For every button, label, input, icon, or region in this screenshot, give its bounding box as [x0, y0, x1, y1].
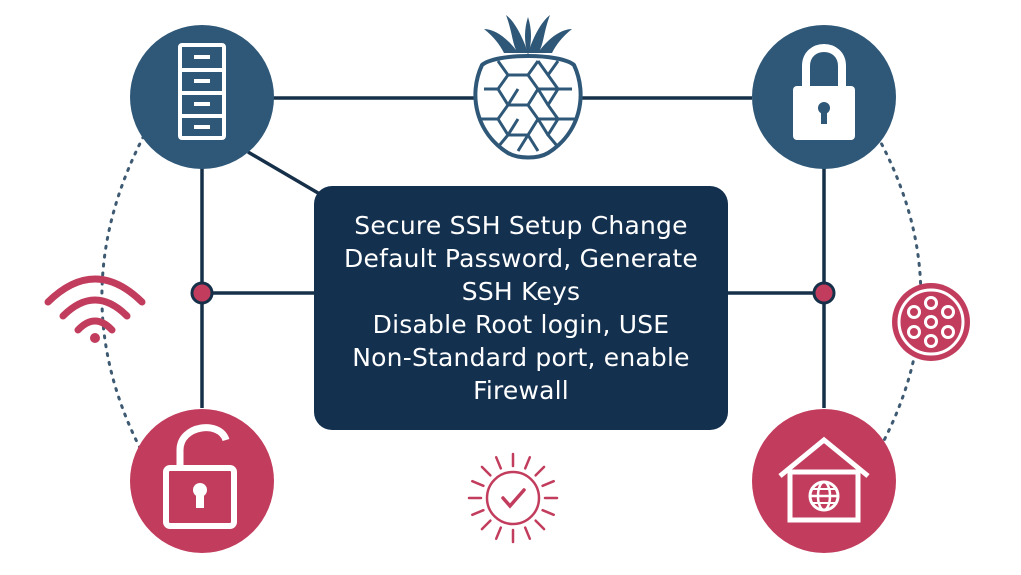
center-text-line: Disable Root login, USE [372, 310, 670, 339]
padlock-open-icon [163, 424, 237, 529]
padlock-node [752, 25, 896, 169]
server-node [130, 25, 274, 169]
home-node [752, 409, 896, 553]
center-text-line: Firewall [473, 376, 569, 405]
left-junction-dot [190, 281, 214, 305]
center-text-line: Secure SSH Setup Change [354, 211, 688, 240]
center-text-line: Default Password, Generate [344, 244, 698, 273]
center-text-line: Non-Standard port, enable [352, 343, 690, 372]
right-junction-dot [812, 281, 836, 305]
network-grid-icon [892, 283, 970, 361]
raspberry-icon [473, 15, 583, 160]
open-padlock-node [130, 409, 274, 553]
server-icon [178, 43, 226, 140]
center-text-line: SSH Keys [461, 277, 581, 306]
junction-dots [190, 281, 836, 305]
left-dotted-arc [100, 126, 150, 450]
padlock-closed-icon [793, 44, 855, 140]
server-to-box-connector [247, 150, 331, 202]
home-globe-icon [778, 436, 870, 523]
center-text-box: Secure SSH Setup Change Default Password… [314, 186, 728, 430]
wifi-icon [44, 275, 146, 343]
sun-check-icon [467, 452, 559, 544]
